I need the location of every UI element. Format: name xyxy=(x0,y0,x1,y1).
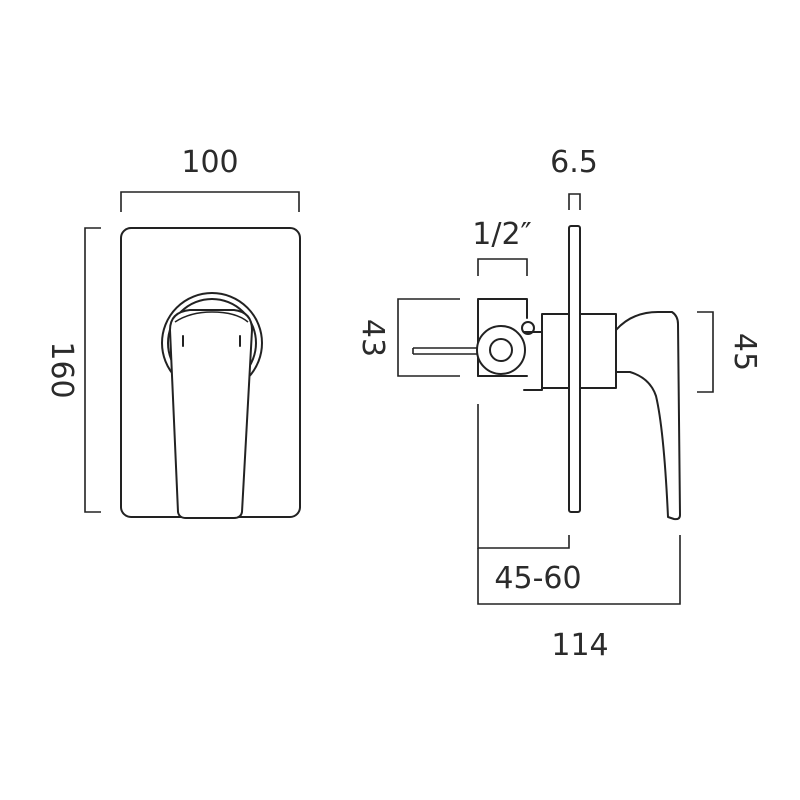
inlet-inner-circle xyxy=(489,338,513,362)
plate-thickness-dimension-line xyxy=(568,193,581,210)
lever-housing xyxy=(579,313,617,389)
inlet-size-label: 1/2″ xyxy=(472,217,532,252)
side-view: 6.5 1/2″ 43 45 45-60 11 xyxy=(355,145,762,663)
cartridge-collar xyxy=(541,313,570,389)
plate-thickness-label: 6.5 xyxy=(550,145,598,180)
lever-handle-front xyxy=(169,309,253,519)
front-height-dimension-line xyxy=(84,227,101,513)
lever-handle-front-highlight xyxy=(174,311,249,323)
wall-depth-dimension-line xyxy=(477,404,570,549)
front-width-label: 100 xyxy=(181,145,238,180)
wall-depth-label: 45-60 xyxy=(494,561,581,596)
front-height-label: 160 xyxy=(44,341,79,398)
spindle-rod xyxy=(412,347,478,355)
inlet-outer-circle xyxy=(476,325,526,375)
cartridge-body xyxy=(523,331,543,391)
front-width-dimension-line xyxy=(120,191,300,212)
wall-plate-profile xyxy=(568,225,581,513)
lever-height-dimension-line xyxy=(697,311,714,393)
overall-projection-dimension-line xyxy=(477,535,681,605)
overall-projection-label: 114 xyxy=(551,628,608,663)
lever-handle-side xyxy=(615,311,681,521)
front-view: 100 160 xyxy=(44,145,301,519)
valve-body-outline xyxy=(477,298,528,377)
lever-height-label: 45 xyxy=(727,333,762,371)
inlet-size-dimension-line xyxy=(477,258,528,276)
body-depth-label: 43 xyxy=(355,319,390,357)
body-depth-dimension-line xyxy=(397,298,460,377)
